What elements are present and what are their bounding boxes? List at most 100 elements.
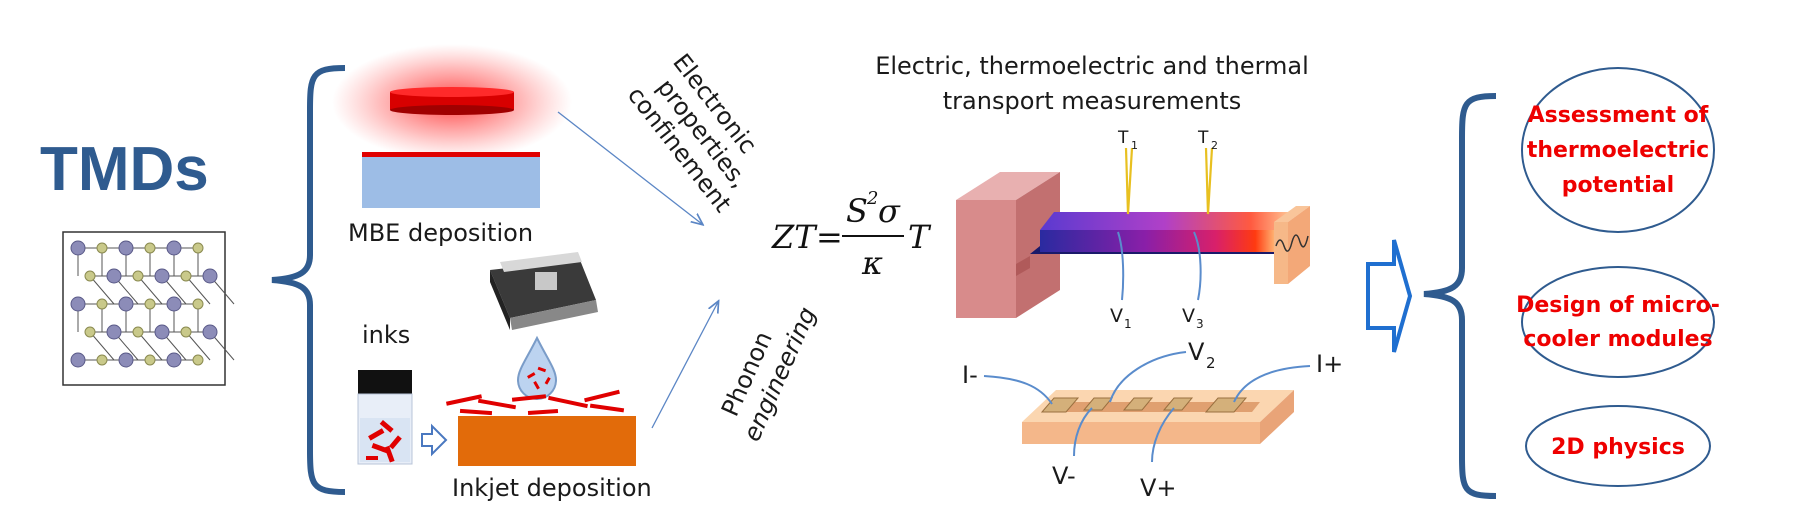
formula-num-sigma: σ: [878, 192, 901, 230]
arrow-to-formula-top: [557, 111, 702, 224]
lattice-metal-atom: [70, 240, 86, 256]
tmd-lattice-image: [62, 231, 235, 386]
orange-substrate: [458, 416, 636, 466]
label-v1: V: [1110, 305, 1123, 327]
lattice-chalcogen-atom: [192, 242, 204, 254]
lattice-bond: [185, 331, 211, 361]
lattice-chalcogen-atom: [192, 298, 204, 310]
thermocouple-t1: [1124, 147, 1134, 215]
label-t2: T: [1197, 128, 1209, 148]
wire-v2: [1109, 351, 1187, 403]
heater-block: [956, 172, 1060, 318]
lattice-metal-atom: [118, 352, 134, 368]
inkjet-printer-icon: [490, 252, 598, 330]
gradient-bar: [1030, 212, 1294, 254]
probe-v1: [1117, 231, 1125, 301]
label-i-plus: I+: [1316, 350, 1343, 378]
big-hollow-arrow: [1366, 239, 1413, 353]
lattice-chalcogen-atom: [84, 270, 96, 282]
lattice-metal-atom: [106, 324, 122, 340]
mbe-illustration: [332, 44, 572, 208]
lattice-bond: [185, 275, 211, 305]
left-brace: [271, 65, 346, 495]
formula-t: T: [908, 218, 932, 256]
lattice-chalcogen-atom: [96, 354, 108, 366]
lattice-metal-atom: [70, 296, 86, 312]
lattice-bond: [137, 275, 163, 305]
lattice-chalcogen-atom: [144, 242, 156, 254]
electronic-label-group: Electronic properties, confinement: [622, 48, 762, 217]
hollow-arrow-icon: [421, 423, 448, 457]
lattice-chalcogen-atom: [144, 298, 156, 310]
formula-eq: =: [816, 218, 843, 256]
lattice-bond: [137, 331, 163, 361]
label-t1: T: [1117, 128, 1129, 148]
lattice-metal-atom: [202, 268, 218, 284]
lattice-chalcogen-atom: [192, 354, 204, 366]
lattice-metal-atom: [202, 324, 218, 340]
measurement-title-1: Electric, thermoelectric and thermal: [875, 52, 1309, 80]
formula-num-exp: 2: [866, 188, 878, 209]
formula-den: κ: [861, 244, 883, 282]
lattice-metal-atom: [166, 352, 182, 368]
lattice-chalcogen-atom: [180, 270, 192, 282]
lattice-chalcogen-atom: [96, 242, 108, 254]
inkjet-flakes: [445, 389, 625, 416]
outcome-ellipse-2: [1521, 266, 1715, 378]
lattice-bond: [89, 275, 115, 305]
outcome-ellipse-1: [1521, 67, 1715, 233]
wire-v-minus: [1073, 407, 1093, 457]
lattice-metal-atom: [166, 296, 182, 312]
label-t2-sub: 2: [1211, 139, 1218, 152]
lattice-metal-atom: [118, 240, 134, 256]
inkjet-label: Inkjet deposition: [452, 474, 652, 502]
outcome-2-line-1: Design of micro-: [1516, 293, 1720, 318]
outcome-1-line-3: potential: [1562, 173, 1674, 198]
formula-num-s: S: [846, 192, 868, 230]
label-v1-sub: 1: [1124, 317, 1132, 331]
lattice-metal-atom: [154, 324, 170, 340]
outcome-1-line-2: thermoelectric: [1527, 138, 1709, 163]
ink-vial-icon: [357, 370, 413, 465]
ink-droplet-icon: [516, 335, 558, 400]
heat-sink: [1274, 206, 1310, 284]
measurement-title-2: transport measurements: [943, 87, 1241, 115]
label-t1-sub: 1: [1131, 139, 1138, 152]
inks-label: inks: [362, 321, 410, 349]
arrow-to-formula-bottom: [651, 302, 718, 429]
lattice-chalcogen-atom: [132, 326, 144, 338]
label-v-minus: V-: [1052, 462, 1076, 490]
mbe-label: MBE deposition: [348, 219, 533, 247]
hall-bar-device: [1022, 390, 1294, 444]
wire-i-plus: [1233, 365, 1311, 403]
wire-i-minus: [983, 375, 1053, 405]
lattice-bond: [89, 331, 115, 361]
label-v2: V: [1188, 338, 1205, 366]
lattice-chalcogen-atom: [180, 326, 192, 338]
right-brace: [1423, 93, 1497, 499]
lattice-chalcogen-atom: [132, 270, 144, 282]
label-v3: V: [1182, 305, 1195, 327]
label-i-minus: I-: [962, 361, 978, 389]
label-v2-sub: 2: [1206, 354, 1216, 372]
formula-lhs: ZT: [771, 218, 818, 256]
lattice-chalcogen-atom: [84, 326, 96, 338]
zt-formula: ZT = S 2 σ κ T: [771, 188, 932, 282]
lattice-chalcogen-atom: [96, 298, 108, 310]
outcome-ellipse-3: [1525, 405, 1711, 487]
lattice-metal-atom: [166, 240, 182, 256]
label-v-plus: V+: [1140, 474, 1177, 502]
lattice-chalcogen-atom: [144, 354, 156, 366]
lattice-metal-atom: [154, 268, 170, 284]
lattice-metal-atom: [118, 296, 134, 312]
wire-v-plus: [1151, 407, 1175, 463]
label-v3-sub: 3: [1196, 317, 1204, 331]
outcome-1-line-1: Assessment of: [1528, 103, 1709, 128]
outcome-2-line-2: cooler modules: [1523, 327, 1712, 352]
lattice-metal-atom: [70, 352, 86, 368]
tmds-title: TMDs: [40, 135, 209, 204]
phonon-label-group: Phonon engineering: [716, 303, 822, 446]
lattice-metal-atom: [106, 268, 122, 284]
outcome-3-line-1: 2D physics: [1551, 435, 1685, 460]
